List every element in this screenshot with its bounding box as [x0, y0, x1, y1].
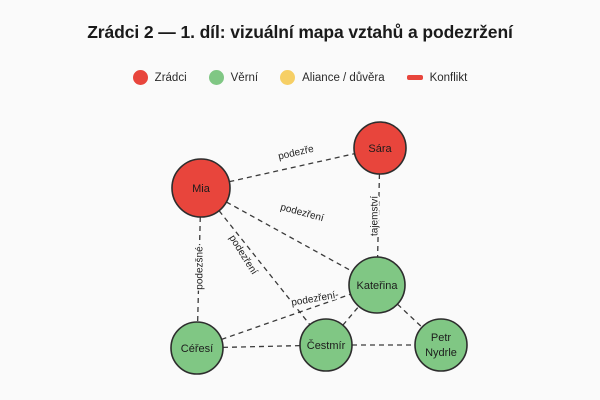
edge-label-halo: tajemství — [370, 196, 381, 236]
node-circle-cestmir[interactable] — [299, 318, 353, 372]
circle-dot-icon — [280, 70, 296, 85]
node-label-katerina: Kateřina — [357, 280, 399, 292]
legend-item-v-rn: Věrní — [208, 70, 259, 85]
circle-dot-icon — [208, 70, 224, 85]
node-circle-petr[interactable] — [414, 318, 468, 372]
legend-item-konflikt: Konflikt — [406, 71, 468, 84]
line-bar-icon — [406, 75, 423, 80]
node-label-mia: Mia — [192, 183, 211, 195]
edge-label-sara-katerina: tajemství — [370, 196, 381, 236]
node-cestmir[interactable]: Čestmír — [299, 318, 353, 372]
node-mia[interactable]: Mia — [171, 158, 231, 218]
legend-item-zr-dci: Zrádci — [132, 70, 187, 85]
circle-dot-icon — [132, 70, 148, 85]
edge-mia-sara — [229, 153, 355, 183]
node-label-petr: Petr — [431, 332, 452, 344]
edge-katerina-petr — [396, 303, 423, 328]
edge-label-mia-katerina: podezření — [279, 202, 325, 224]
edges-layer — [196, 153, 423, 349]
legend: Zrádci Věrní Aliance / důvěra Konflikt — [0, 70, 600, 85]
edge-label-mia-sara: podezře — [277, 144, 315, 163]
legend-item-label: Aliance / důvěra — [302, 71, 385, 84]
node-label-ceresi: Céřesí — [181, 343, 213, 355]
legend-item-label: Věrní — [230, 71, 259, 84]
legend-item-label: Zrádci — [154, 71, 187, 84]
edge-mia-katerina — [226, 201, 353, 273]
node-circle-katerina[interactable] — [348, 256, 406, 314]
page-title: Zrádci 2 — 1. díl: vizuální mapa vztahů … — [87, 22, 513, 42]
node-label-sara: Sára — [368, 143, 392, 155]
node-sara[interactable]: Sára — [353, 121, 407, 175]
node-label-petr-line2: Nydrle — [425, 347, 457, 359]
legend-item-label: Konflikt — [429, 71, 468, 84]
node-circle-sara[interactable] — [353, 121, 407, 175]
edge-label-mia-ceresi: podezšné — [195, 246, 206, 290]
edge-sara-katerina — [376, 173, 381, 258]
node-label-cestmir: Čestmír — [307, 339, 346, 352]
edge-ceresi-cestmir — [222, 344, 301, 349]
legend-item-aliance-d-v-ra: Aliance / důvěra — [280, 70, 385, 85]
edge-label-halo: podezšné — [195, 246, 206, 290]
node-ceresi[interactable]: Céřesí — [170, 321, 224, 375]
node-circle-mia[interactable] — [171, 158, 231, 218]
edge-cestmir-katerina — [342, 305, 360, 326]
edge-mia-cestmir — [218, 210, 311, 326]
node-katerina[interactable]: Kateřina — [348, 256, 406, 314]
edge-ceresi-katerina — [221, 293, 351, 341]
node-circle-ceresi[interactable] — [170, 321, 224, 375]
edge-label-ceresi-katerina: podezření- — [291, 290, 340, 309]
